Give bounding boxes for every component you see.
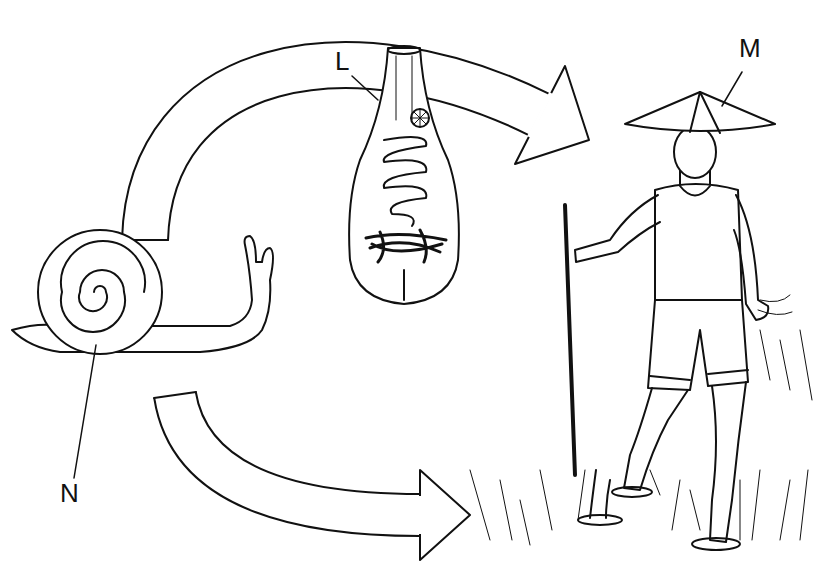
- man: [470, 92, 812, 550]
- cycle-arrow: [154, 392, 470, 560]
- snail: [12, 230, 273, 354]
- larva: [349, 46, 459, 304]
- leader-line: [74, 345, 96, 478]
- callout-letter: N: [58, 480, 81, 506]
- callout-letter: M: [737, 35, 763, 61]
- callout-letter: L: [333, 48, 351, 74]
- leader-line: [722, 72, 742, 106]
- leader-line: [352, 76, 378, 100]
